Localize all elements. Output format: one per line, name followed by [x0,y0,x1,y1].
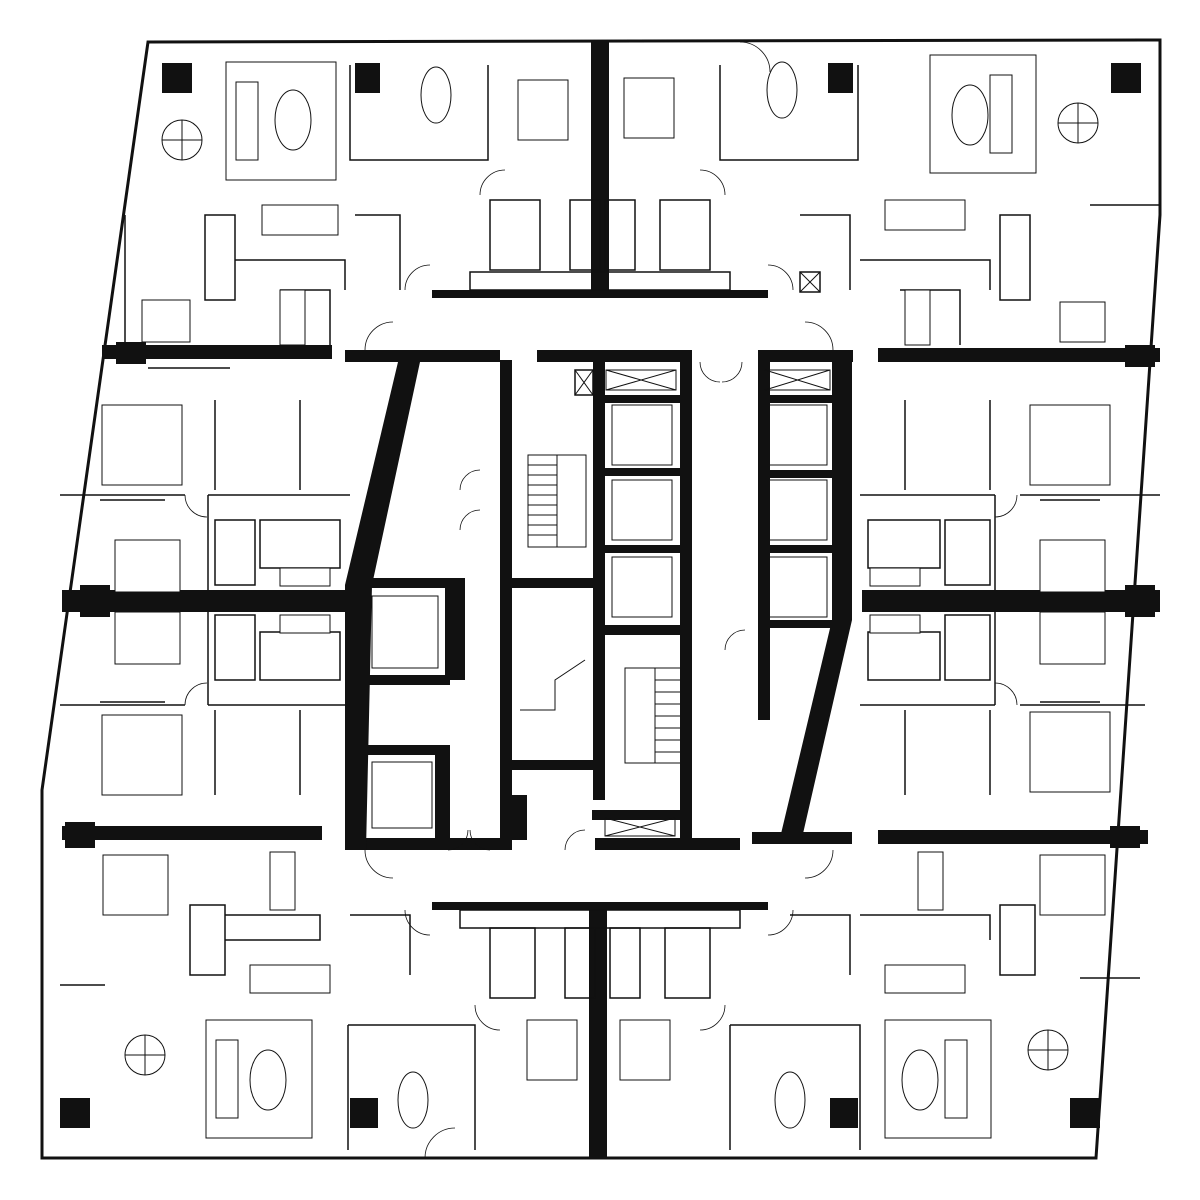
furniture [101,54,1111,1139]
window-lines [60,204,1160,986]
doors [184,41,1018,1159]
partitions [60,65,1160,1150]
elevators [371,369,831,837]
building-core [345,350,853,850]
stairs [520,454,686,764]
structural-walls [60,42,1160,1158]
building-outline [40,38,1162,1160]
